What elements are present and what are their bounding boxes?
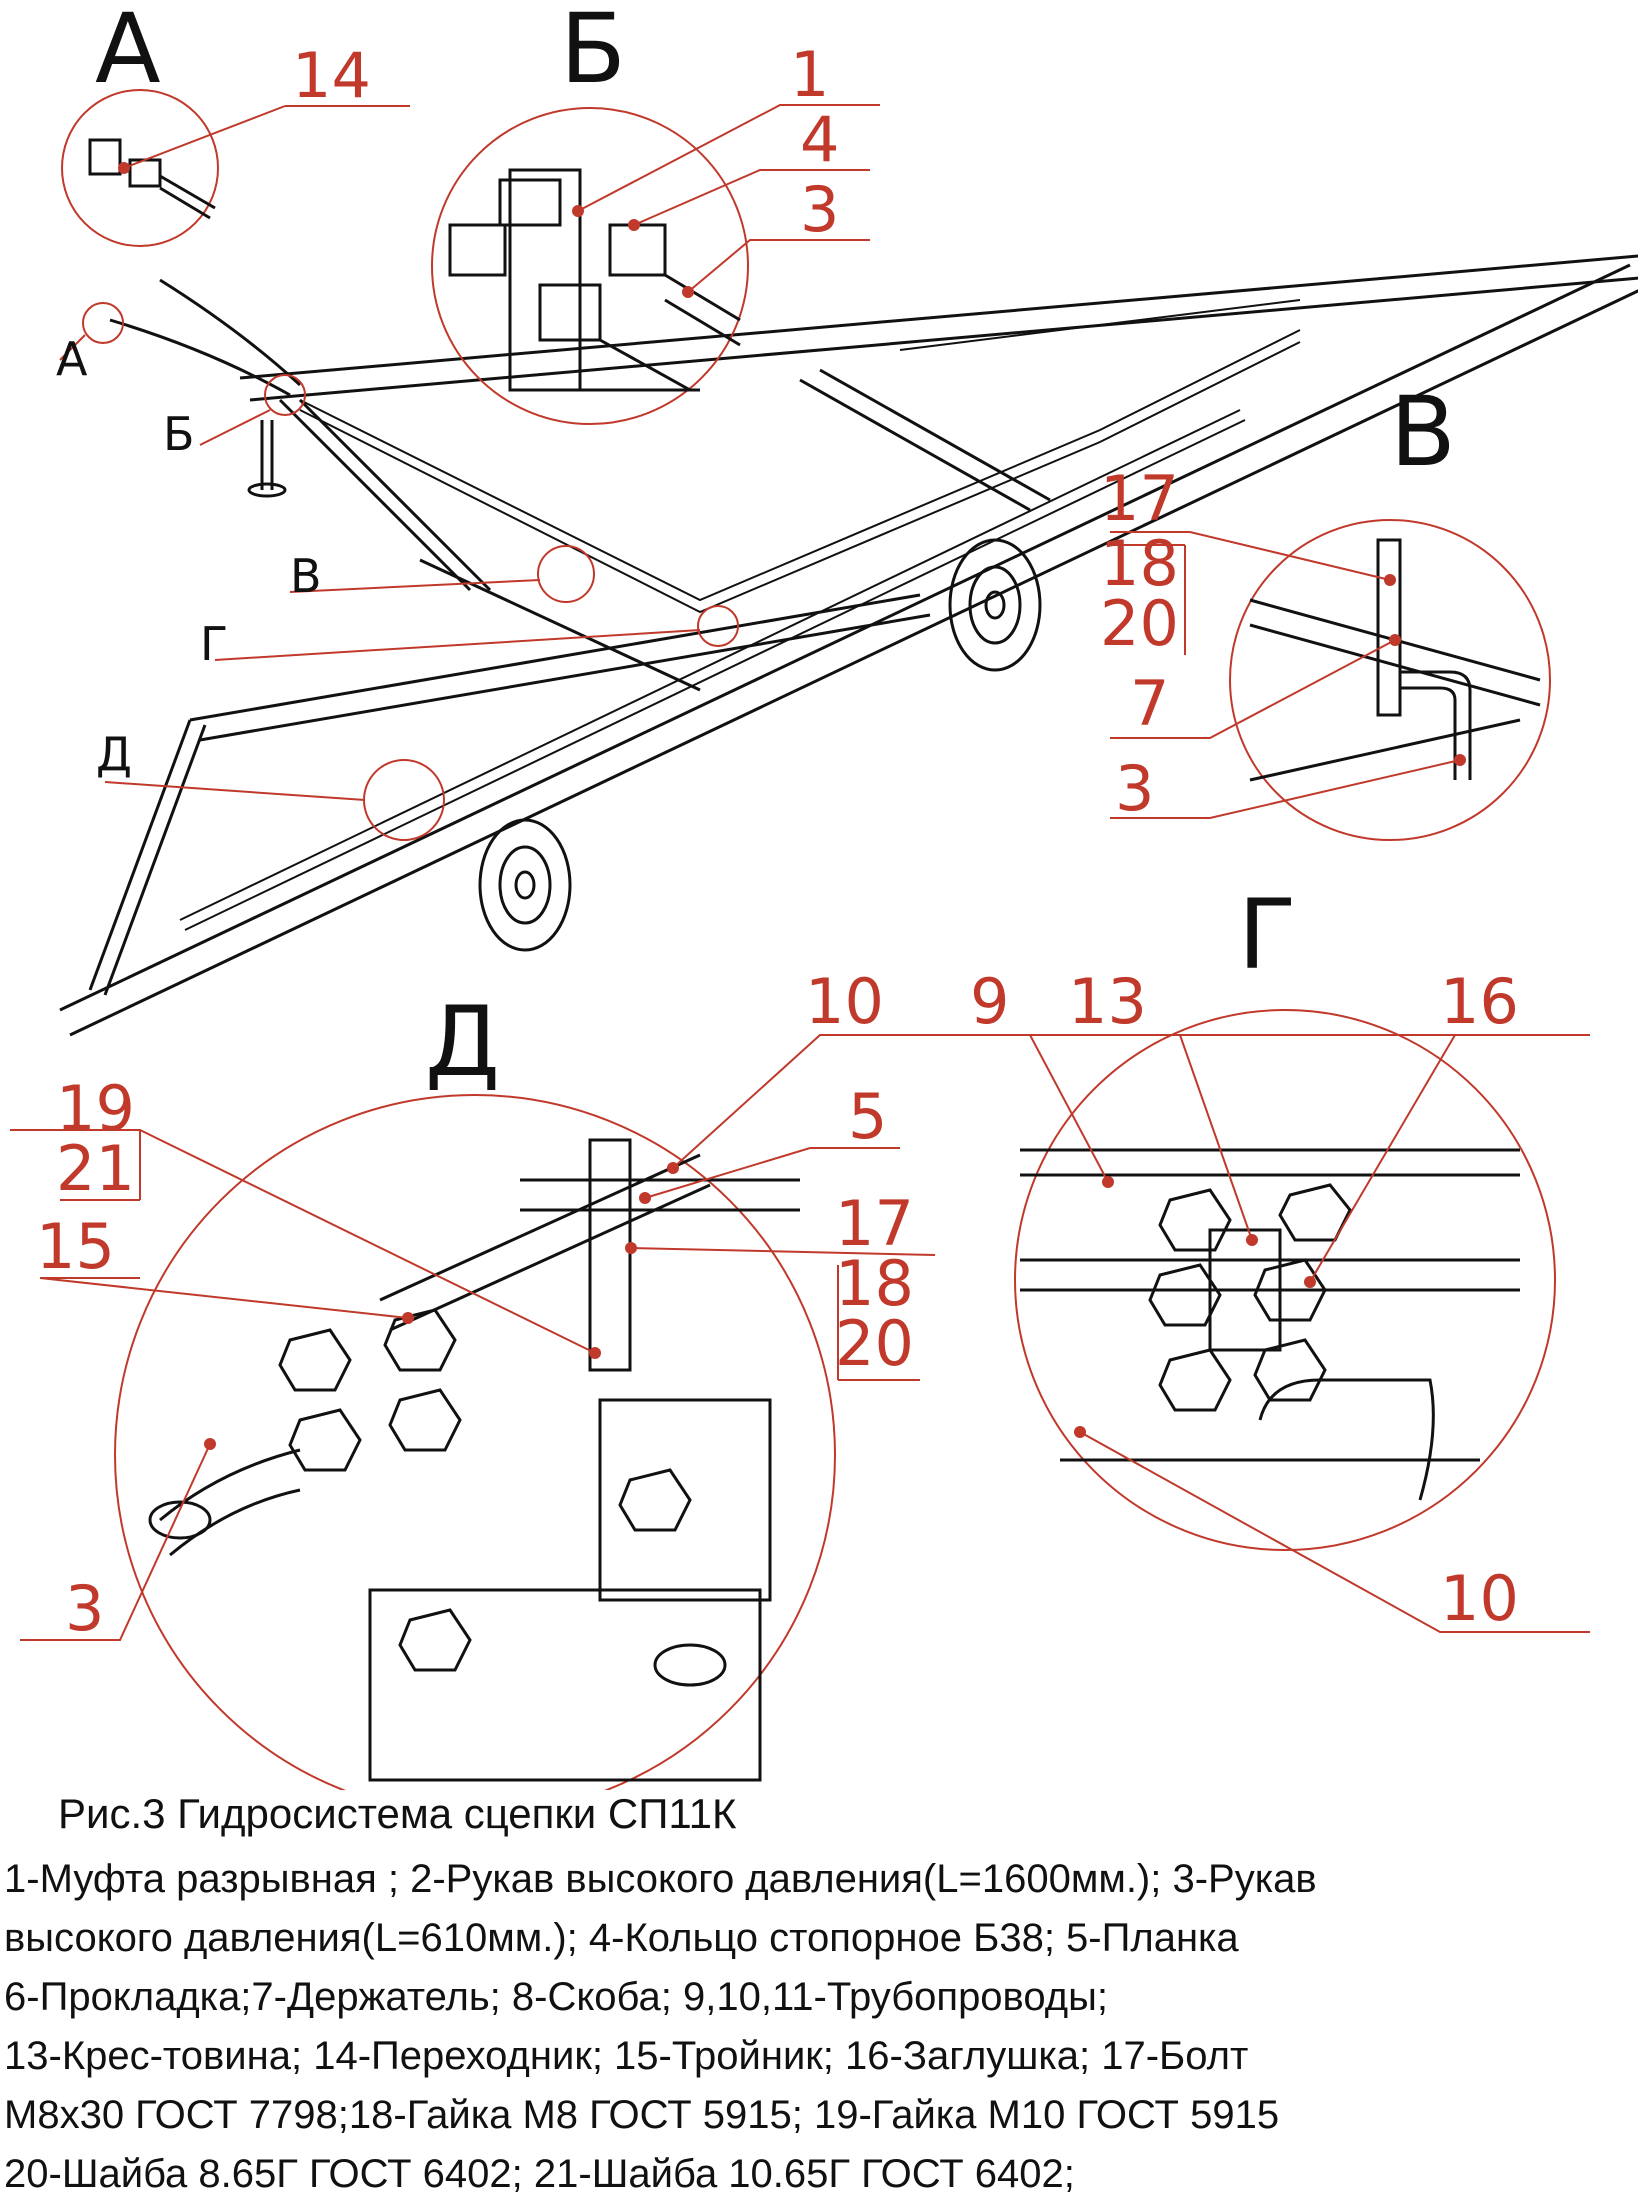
marker-circle-g [697, 605, 739, 647]
callout-d-19: 19 [56, 1072, 135, 1145]
view-mark-g: Г [200, 617, 228, 671]
callout-b-1: 1 [790, 38, 829, 111]
view-d-title: Д [425, 986, 500, 1098]
callout-b-4: 4 [800, 103, 839, 176]
marker-circle-d [363, 759, 445, 841]
callout-g-9: 9 [970, 965, 1009, 1038]
view-mark-a: А [56, 332, 88, 386]
wheel-right [948, 538, 1042, 672]
view-g-detail [940, 1009, 1590, 1633]
view-g-title: Г [1238, 879, 1297, 991]
callout-d-21: 21 [56, 1132, 135, 1205]
callout-v-7: 7 [1130, 667, 1169, 740]
legend-line: 1-Муфта разрывная ; 2-Рукав высокого дав… [4, 1857, 1317, 1901]
view-v-detail [1110, 519, 1551, 841]
callout-v-18: 18 [1100, 527, 1179, 600]
view-a-detail [61, 89, 410, 247]
view-mark-b: Б [163, 407, 195, 461]
callout-d-18: 18 [835, 1247, 914, 1320]
marker-circle-v [537, 545, 595, 603]
view-a-title: А [95, 0, 161, 105]
callout-v-17: 17 [1100, 462, 1179, 535]
wheel-left [478, 818, 572, 952]
view-mark-v: В [290, 549, 322, 603]
hitch-frame [59, 254, 1638, 1037]
view-b-detail [431, 104, 880, 425]
callout-d-17: 17 [835, 1187, 914, 1260]
legend-line: 6-Прокладка;7-Держатель; 8-Скоба; 9,10,1… [4, 1975, 1108, 2019]
callout-g-10-top: 10 [805, 965, 884, 1038]
callout-d-5: 5 [848, 1080, 887, 1153]
callout-d-3: 3 [65, 1572, 104, 1645]
view-d-detail [10, 1034, 940, 1790]
callout-d-15: 15 [36, 1210, 115, 1283]
figure-caption: Рис.3 Гидросистема сцепки СП11К [58, 1790, 737, 1837]
legend-line: 20-Шайба 8.65Г ГОСТ 6402; 21-Шайба 10.65… [4, 2152, 1075, 2196]
hydraulic-system-drawing: А Б В Г Д А 14 Б [10, 0, 1638, 1790]
callout-v-20: 20 [1100, 587, 1179, 660]
view-v-title: В [1390, 376, 1456, 488]
callout-g-16: 16 [1440, 965, 1519, 1038]
callout-v-3: 3 [1115, 752, 1154, 825]
callout-g-10-bottom: 10 [1440, 1562, 1519, 1635]
parts-legend: 1-Муфта разрывная ; 2-Рукав высокого дав… [4, 1850, 1634, 2204]
callout-g-13: 13 [1068, 965, 1147, 1038]
marker-circle-b [264, 374, 306, 416]
legend-line: М8х30 ГОСТ 7798;18-Гайка М8 ГОСТ 5915; 1… [4, 2093, 1280, 2137]
marker-circle-a [82, 302, 124, 344]
legend-line: 13-Крес-товина; 14-Переходник; 15-Тройни… [4, 2034, 1249, 2078]
callout-d-20: 20 [835, 1307, 914, 1380]
view-b-title: Б [560, 0, 626, 105]
view-mark-d: Д [96, 727, 132, 781]
legend-line: высокого давления(L=610мм.); 4-Кольцо ст… [4, 1916, 1239, 1960]
callout-b-3: 3 [800, 173, 839, 246]
callout-a-14: 14 [292, 39, 371, 112]
